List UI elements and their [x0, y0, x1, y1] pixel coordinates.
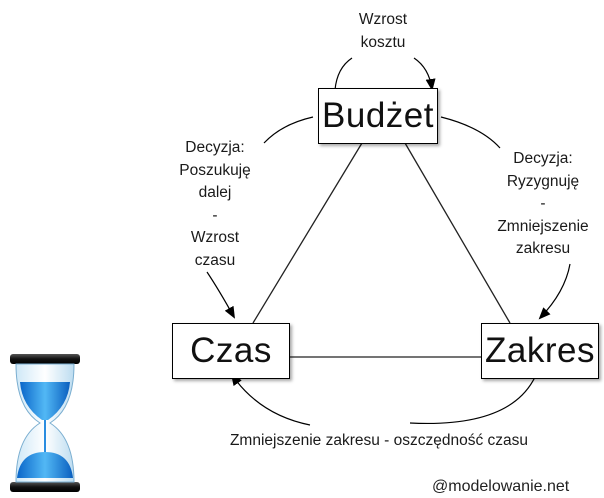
node-zakres: Zakres: [481, 323, 599, 379]
label-line: Poszukuję: [179, 161, 251, 179]
arrow-wzrost-kosztu-right: [413, 57, 436, 91]
label-oszczednosc: Zmniejszenie zakresu - oszczędność czasu: [229, 432, 529, 449]
watermark: @modelowanie.net: [432, 478, 570, 495]
arrow-zakres-to-czas: [409, 376, 536, 425]
arrow-budzet-to-decyzja: [263, 116, 314, 144]
arrow-to-zakres: [538, 263, 571, 320]
label-line: czasu: [194, 251, 236, 269]
hourglass-icon: [10, 354, 80, 492]
label-line: -: [212, 206, 218, 224]
label-decyzja-poszukuje: Decyzja: Poszukuję dalej - Wzrost czasu: [165, 137, 265, 272]
edge-budzet-czas: [252, 142, 363, 324]
arrow-budzet-to-ryzygnuje: [440, 116, 501, 149]
arrow-to-czas: [206, 271, 235, 319]
arrow-wzrost-kosztu-left: [334, 57, 353, 91]
label-line: zakresu: [515, 240, 571, 257]
label-line: dalej: [198, 184, 232, 201]
label-line: Decyzja:: [185, 139, 245, 156]
node-budzet: Budżet: [318, 88, 438, 144]
arrow-to-czas-bottom: [230, 373, 311, 426]
label-line: kosztu: [360, 33, 406, 51]
node-czas: Czas: [172, 323, 290, 379]
label-line: Zmniejszenie: [497, 217, 589, 235]
label-decyzja-ryzygnuje: Decyzja: Ryzygnuję - Zmniejszenie zakres…: [490, 148, 596, 261]
edge-budzet-zakres: [404, 142, 511, 324]
label-line: -: [540, 195, 546, 212]
label-wzrost-kosztu: Wzrost kosztu: [343, 9, 423, 54]
label-line: Ryzygnuję: [506, 172, 580, 190]
label-line: Decyzja:: [513, 150, 573, 167]
label-line: Wzrost: [190, 229, 240, 246]
label-line: Wzrost: [358, 11, 408, 28]
